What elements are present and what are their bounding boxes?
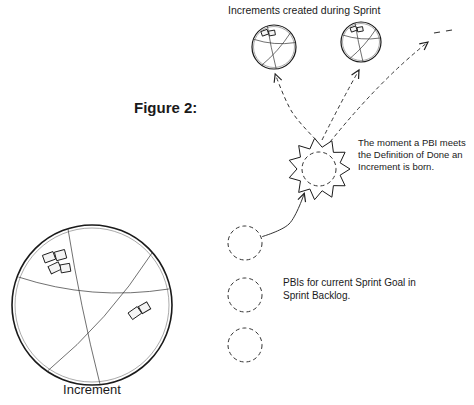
increment-ball: Increment <box>8 222 176 390</box>
flow-arrow <box>262 193 304 236</box>
flow-arrow <box>275 74 316 140</box>
done-starburst: The moment a PBI meets the Definition of… <box>287 137 351 201</box>
node-label: Increment <box>8 382 176 398</box>
increment-sphere <box>252 25 296 69</box>
continuation-dash <box>446 30 452 31</box>
increment-sphere <box>12 225 172 385</box>
node-outline <box>287 137 351 201</box>
increment-sphere <box>341 22 381 62</box>
dashed-arrow <box>322 70 359 140</box>
node-label: PBIs for current Sprint Goal in Sprint B… <box>283 277 418 302</box>
node-label: The moment a PBI meets the Definition of… <box>358 137 474 173</box>
node-outline <box>8 222 176 390</box>
figure-title: Figure 2: <box>134 99 197 118</box>
continuation-dash <box>434 32 440 33</box>
node-label: Increments created during Sprint <box>228 4 418 17</box>
created-increments: Increments created during Sprint <box>250 24 390 72</box>
starburst <box>289 138 350 199</box>
sprint-backlog-pbis: PBIs for current Sprint Goal in Sprint B… <box>226 224 264 364</box>
node-outline <box>250 24 390 72</box>
pbi-placeholder <box>228 226 262 260</box>
pbi-placeholder <box>228 278 262 312</box>
node-outline <box>226 224 264 364</box>
dashed-arrow <box>330 42 428 142</box>
pbi-placeholder <box>302 152 336 186</box>
pbi-placeholder <box>228 328 262 362</box>
